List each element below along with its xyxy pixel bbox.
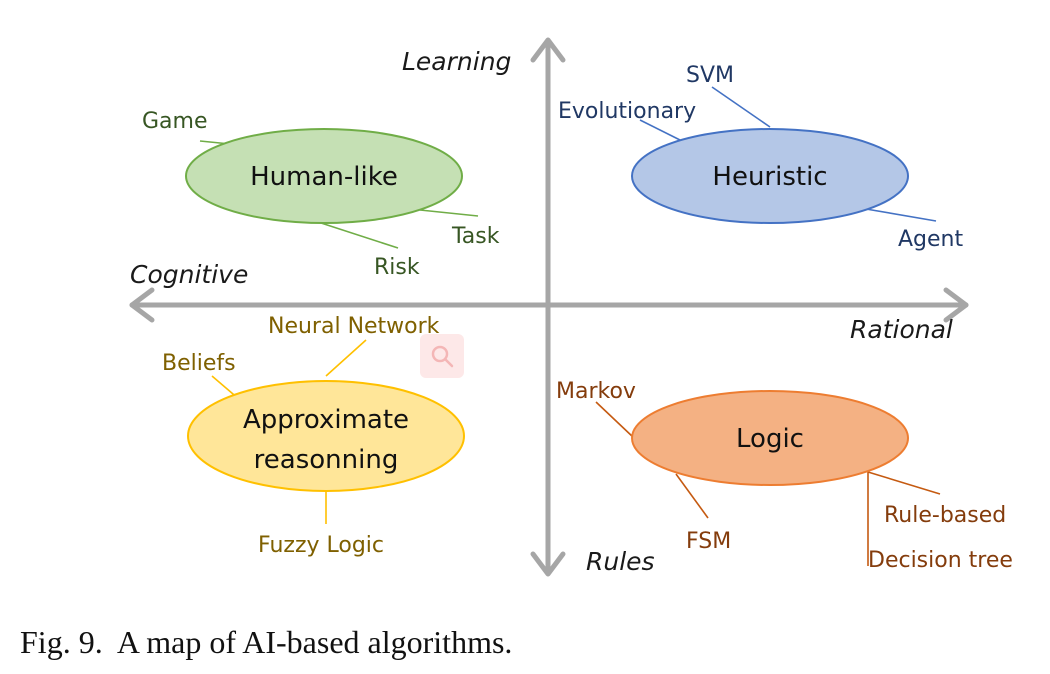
leaf-game: Game [142, 109, 208, 134]
axis-label-learning: Learning [402, 47, 511, 76]
leaf-fuzzy-logic: Fuzzy Logic [258, 533, 384, 558]
approximate-reasoning-group: Approximate reasonning Neural Network Be… [162, 314, 465, 558]
search-icon [431, 345, 454, 368]
leaf-svm: SVM [686, 63, 734, 88]
approximate-reasoning-label-line2: reasonning [254, 445, 399, 475]
figure-caption: Fig. 9. A map of AI-based algorithms. [20, 624, 513, 660]
arrow-left-icon [129, 287, 155, 323]
connector-svm [711, 86, 771, 128]
axes [129, 37, 969, 577]
leaf-fsm: FSM [686, 529, 731, 554]
search-badge[interactable] [420, 334, 464, 378]
connector-risk [317, 221, 399, 249]
connector-fsm [675, 473, 709, 519]
logic-label: Logic [736, 424, 804, 454]
human-like-group: Human-like Game Task Risk [142, 109, 500, 280]
connector-evolutionary [639, 119, 681, 141]
heuristic-group: Heuristic SVM Evolutionary Agent [558, 63, 963, 252]
axis-label-cognitive: Cognitive [130, 260, 248, 289]
heuristic-ellipse [631, 128, 909, 224]
heuristic-label: Heuristic [712, 162, 827, 192]
human-like-label: Human-like [250, 162, 398, 192]
leaf-decision-tree: Decision tree [868, 548, 1013, 573]
connector-markov [595, 401, 635, 439]
logic-ellipse [631, 390, 909, 486]
arrow-up-icon [530, 37, 566, 63]
human-like-ellipse [185, 128, 463, 224]
arrow-right-icon [943, 287, 969, 323]
connector-neural-network [325, 339, 367, 377]
leaf-rule-based: Rule-based [884, 503, 1006, 528]
leaf-neural-network: Neural Network [268, 314, 440, 339]
connector-agent [865, 208, 937, 222]
axis-label-rules: Rules [586, 547, 655, 576]
approximate-reasoning-label-line1: Approximate [243, 405, 409, 435]
connector-task [419, 209, 479, 217]
axis-label-rational: Rational [850, 315, 953, 344]
leaf-markov: Markov [556, 379, 636, 404]
leaf-risk: Risk [374, 255, 420, 280]
logic-group: Logic Markov FSM Rule-based Decision tre… [556, 379, 1013, 573]
leaf-agent: Agent [898, 227, 963, 252]
leaf-beliefs: Beliefs [162, 351, 236, 376]
leaf-evolutionary: Evolutionary [558, 99, 696, 124]
leaf-task: Task [451, 224, 500, 249]
approximate-reasoning-ellipse [187, 380, 465, 492]
connector-rule-based [867, 471, 941, 495]
arrow-down-icon [530, 551, 566, 577]
